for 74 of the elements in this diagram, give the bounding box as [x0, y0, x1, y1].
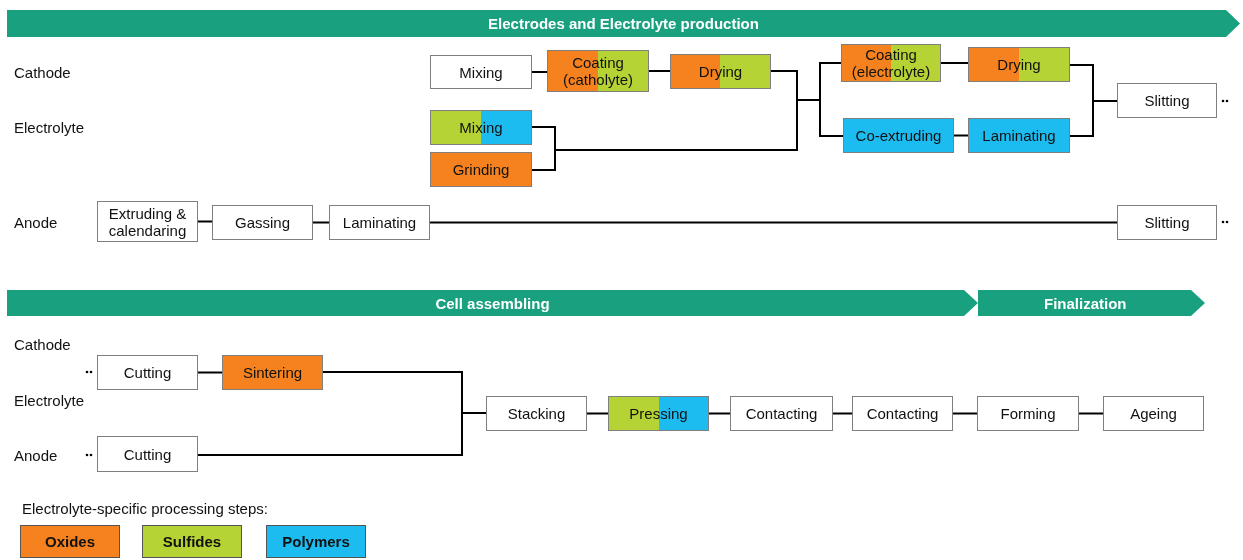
- legend-label: Polymers: [282, 533, 350, 550]
- connector-line: [197, 220, 213, 223]
- step-label: Cutting: [123, 445, 172, 463]
- process-box: [97, 201, 198, 242]
- step-label: Drying: [698, 63, 743, 80]
- legend-label: Sulfides: [162, 533, 222, 550]
- process-box: [430, 152, 532, 187]
- process-box: [97, 355, 198, 390]
- connector-line: [940, 62, 969, 64]
- stage-title: Finalization: [1044, 294, 1127, 312]
- connector-line: [708, 412, 731, 415]
- connector-line: [1078, 412, 1104, 415]
- connector-line: [953, 134, 969, 137]
- legend-title: Electrolyte-specific processing steps:: [22, 500, 268, 517]
- connector-line: [312, 221, 330, 224]
- connector-line: [586, 412, 609, 415]
- legend-label: Oxides: [45, 533, 95, 550]
- process-box: [547, 50, 649, 92]
- step-label: Mixing: [459, 119, 503, 136]
- step-label: Sintering: [242, 364, 303, 381]
- process-box: [97, 436, 198, 472]
- row-label: Electrolyte: [14, 392, 85, 409]
- step-label: Ageing: [1130, 405, 1177, 422]
- connector-line: [952, 412, 978, 415]
- connector-line: [832, 412, 853, 415]
- step-label: Extruding & calendaring: [107, 204, 188, 239]
- process-box: [1103, 396, 1204, 431]
- process-box: [329, 205, 430, 240]
- row-label: Anode: [14, 214, 58, 231]
- process-box: [843, 118, 954, 153]
- step-label: Contacting: [866, 405, 939, 422]
- step-label: Co-extruding: [855, 127, 942, 144]
- step-label: Contacting: [745, 405, 818, 422]
- process-box: [968, 47, 1070, 82]
- row-label: Electrolyte: [14, 119, 85, 136]
- process-box: [730, 396, 833, 431]
- process-box: [430, 55, 532, 89]
- step-label: Drying: [997, 56, 1041, 73]
- process-box: [430, 110, 532, 145]
- process-box: [1117, 205, 1217, 240]
- step-label: Coating (electrolyte): [850, 46, 932, 80]
- process-box: [222, 355, 323, 390]
- row-label: Cathode: [14, 64, 71, 81]
- connector-line: [531, 71, 548, 73]
- process-box: [841, 44, 941, 82]
- connector-line: [648, 70, 671, 72]
- step-label: Laminating: [342, 214, 417, 231]
- connector-line: [1069, 100, 1118, 137]
- step-label: Gassing: [235, 214, 290, 231]
- connector-line: [429, 221, 1118, 224]
- step-label: Laminating: [982, 127, 1056, 144]
- stage-banner: [978, 290, 1205, 316]
- step-label: Grinding: [452, 161, 510, 178]
- row-label: Anode: [14, 447, 58, 464]
- step-label: Cutting: [123, 364, 172, 381]
- step-label: Coating (catholyte): [562, 54, 634, 88]
- stage-banner: [7, 10, 1240, 37]
- process-box: [1117, 83, 1217, 118]
- connector-line: [197, 412, 487, 456]
- step-label: Slitting: [1144, 92, 1190, 109]
- process-box: [977, 396, 1079, 431]
- connector-line: [197, 371, 223, 374]
- step-label: Mixing: [459, 63, 503, 81]
- step-label: Forming: [1000, 405, 1056, 422]
- process-box: [852, 396, 953, 431]
- row-label: Cathode: [14, 336, 71, 353]
- process-box: [486, 396, 587, 431]
- process-box: [212, 205, 313, 240]
- stage-title: Electrodes and Electrolyte production: [488, 15, 759, 32]
- process-box: [670, 54, 771, 89]
- step-label: Slitting: [1144, 214, 1190, 231]
- stage-title: Cell assembling: [435, 294, 550, 312]
- step-label: Stacking: [507, 405, 566, 422]
- process-box: [968, 118, 1070, 153]
